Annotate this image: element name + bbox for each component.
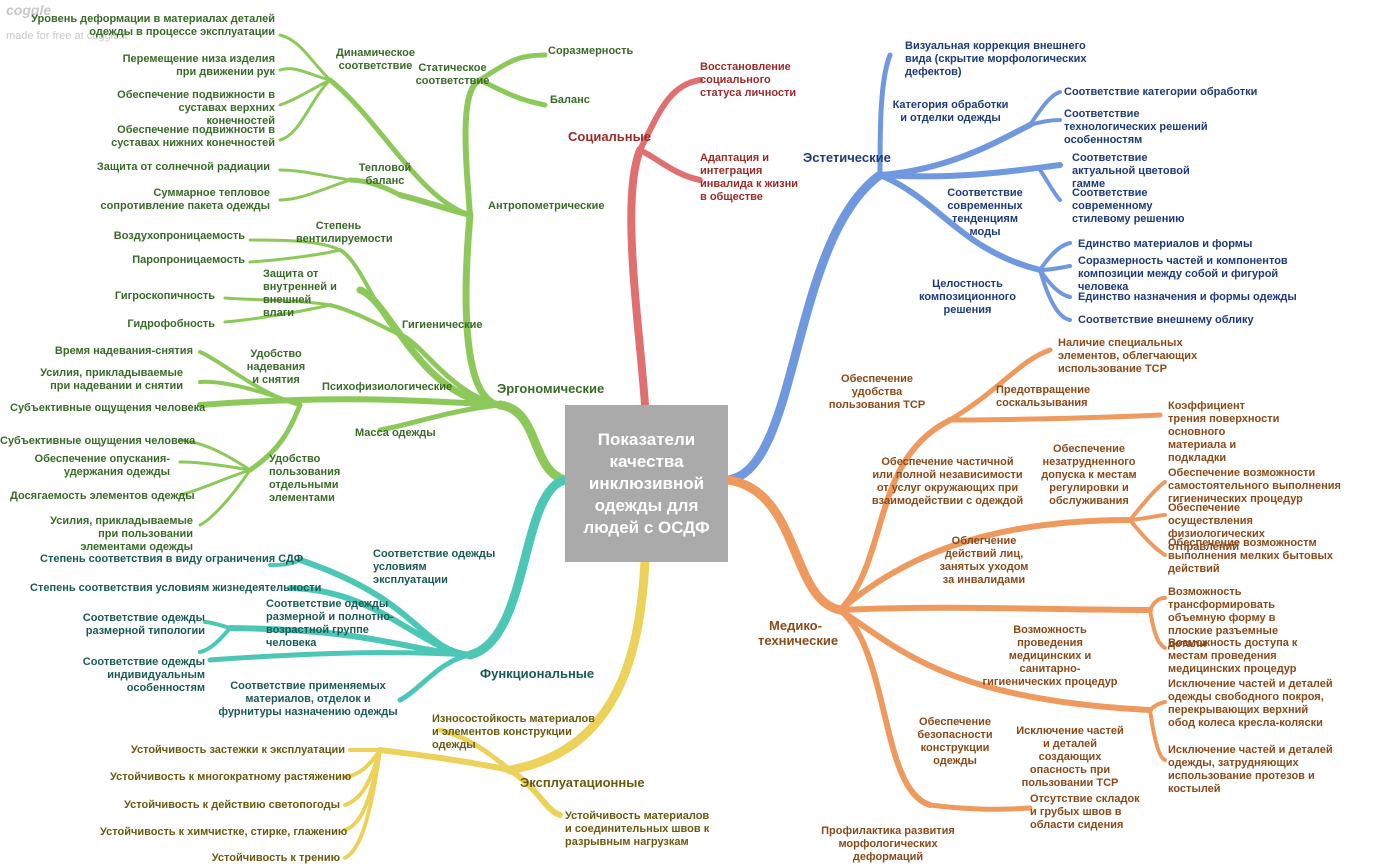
node-construction-safety[interactable]: Обеспечение безопасности конструкции оде… [917,716,993,767]
node-household-actions[interactable]: Обеспечение возможностм выполнения мелки… [1168,537,1333,575]
node-individual-features[interactable]: Соответствие одежды индивидуальным особе… [82,656,205,694]
node-hem-movement[interactable]: Перемещение низа изделия при движении ру… [122,53,275,78]
node-special-elements[interactable]: Наличие специальных элементов, облегчающ… [1058,337,1198,375]
coggle-watermark[interactable]: made for free at coggle.it [6,30,128,42]
node-fastener-durability[interactable]: Устойчивость застежки к эксплуатации [130,744,345,756]
node-wheel-overlap[interactable]: Исключение частей и деталей одежды свобо… [1168,678,1333,729]
node-element-convenience[interactable]: Удобство пользования отдельными элемента… [269,453,341,504]
node-slip-prevention[interactable]: Предотвращение соскальзывания [996,384,1091,409]
node-composition-proportion[interactable]: Соразмерность частей и компонентов компо… [1078,255,1288,293]
node-hygiene-independence[interactable]: Обеспечение возможности самостоятельного… [1168,467,1341,505]
node-ergonomic[interactable]: Эргономические [497,381,605,396]
node-solar-protection[interactable]: Защита от солнечной радиации [96,161,270,173]
node-medical-technical[interactable]: Медико-технические [758,618,839,648]
node-sdf-limitation[interactable]: Степень соответствия в виду ограничения … [40,553,304,565]
node-clothing-weight[interactable]: Масса одежды [355,427,436,439]
node-seat-seams[interactable]: Отсутствие складок и грубых швов в облас… [1030,793,1140,831]
node-balance[interactable]: Баланс [550,94,590,106]
node-tsr-hazard[interactable]: Исключение частей и деталей создающих оп… [1016,725,1124,789]
node-style-match[interactable]: Соответствие современному стилевому реше… [1072,187,1185,225]
node-air-permeability[interactable]: Воздухопроницаемость [113,230,245,242]
node-thermal-balance[interactable]: Тепловой баланс [358,162,412,187]
node-wear-resistance[interactable]: Износостойкость материалов и элементов к… [432,713,595,751]
node-tsr-convenience[interactable]: Обеспечение удобства пользования ТСР [828,373,926,411]
node-processing-category[interactable]: Категория обработки и отделки одежды [892,99,1009,124]
node-static-fit[interactable]: Статическое соответствие [415,62,490,87]
node-operating-conditions[interactable]: Соответствие одежды условиям эксплуатаци… [373,548,496,586]
node-medical-procedures[interactable]: Возможность проведения медицинских и сан… [982,624,1118,688]
node-operational[interactable]: Эксплуатационные [520,775,645,790]
node-social[interactable]: Социальные [568,129,651,144]
node-fashion-trends[interactable]: Соответствие современных тенденциям моды [947,187,1023,238]
node-tear-resistance[interactable]: Устойчивость материалов и соединительных… [565,810,710,848]
node-ventilation[interactable]: Степень вентилируемости [296,220,393,245]
node-composition-integrity[interactable]: Целостность композиционного решения [919,278,1016,316]
node-friction-coefficient[interactable]: Коэффициент трения поверхности основного… [1168,400,1280,464]
node-upper-limbs-mobility[interactable]: Обеспечение подвижности в суставах верхн… [117,89,275,127]
node-independence[interactable]: Обеспечение частичной или полной независ… [871,456,1024,507]
node-psychophysiological[interactable]: Психофизиологические [322,381,453,393]
node-weather-resistance[interactable]: Устойчивость к действию светопогоды [124,799,340,811]
node-appearance-match[interactable]: Соответствие внешнему облику [1078,314,1254,326]
node-element-effort[interactable]: Усилия, прикладываемые при пользовании э… [50,515,193,553]
node-physiological[interactable]: Обеспечение осуществления физиологически… [1168,502,1265,553]
node-dynamic-fit[interactable]: Динамическое соответствие [336,47,415,72]
node-hydrophobicity[interactable]: Гидрофобность [127,318,215,330]
node-hygroscopicity[interactable]: Гигроскопичность [114,290,215,302]
node-social-status[interactable]: Восстановление социального статуса лично… [700,61,797,99]
node-adaptation[interactable]: Адаптация и интеграция инвалида к жизни … [700,152,799,203]
node-prosthesis-obstacles[interactable]: Исключение частей и деталей одежды, затр… [1168,744,1333,795]
node-proportionality[interactable]: Соразмерность [548,45,634,57]
node-anthropometric[interactable]: Антропометрические [488,200,605,212]
node-donning-convenience[interactable]: Удобство надевания и снятия [246,348,306,386]
node-visual-correction[interactable]: Визуальная коррекция внешнего вида (скры… [905,40,1087,78]
node-stretch-resistance[interactable]: Устойчивость к многократному растяжению [110,771,352,783]
node-functional[interactable]: Функциональные [480,666,595,681]
node-moisture-protection[interactable]: Защита от внутренней и внешней влаги [263,268,337,319]
node-subjective-feelings-2[interactable]: Субъективные ощущения человека [0,435,196,447]
node-tech-solutions[interactable]: Соответствие технологических решений осо… [1064,108,1208,146]
node-lower-limbs-mobility[interactable]: Обеспечение подвижности в суставах нижни… [111,124,275,149]
node-lowering-holding[interactable]: Обеспечение опускания-удержания одежды [34,453,170,478]
node-element-reachability[interactable]: Досягаемость элементов одежды [10,490,195,502]
node-purpose-form-unity[interactable]: Единство назначения и формы одежды [1078,291,1297,303]
node-donning-effort[interactable]: Усилия, прикладываемые при надевании и с… [40,367,183,392]
node-thermal-resistance[interactable]: Суммарное тепловое сопротивление пакета … [100,187,270,212]
node-processing-match[interactable]: Соответствие категории обработки [1064,86,1258,98]
node-size-age-group[interactable]: Соответствие одежды размерной и полнотно… [266,598,394,649]
node-subjective-feelings-1[interactable]: Субъективные ощущения человека [10,402,206,414]
node-vapor-permeability[interactable]: Паропроницаемость [132,254,245,266]
node-caregiver-aid[interactable]: Облегчение действий лиц, занятых уходом … [939,535,1029,586]
node-deformation-prevention[interactable]: Профилактика развития морфологических де… [821,825,955,863]
node-adjustment-access[interactable]: Обеспечение незатрудненного допуска к ме… [1041,443,1137,507]
central-node[interactable]: Показатели качества инклюзивной одежды д… [565,405,728,562]
node-deformation-level[interactable]: Уровень деформации в материалах деталей … [31,13,275,38]
node-aesthetic[interactable]: Эстетические [803,150,891,165]
node-materials-purpose[interactable]: Соответствие применяемых материалов, отд… [218,680,398,718]
node-medical-access[interactable]: Возможность доступа к местам проведения … [1168,637,1298,675]
node-material-form-unity[interactable]: Единство материалов и формы [1078,238,1253,250]
node-color-trend[interactable]: Соответствие актуальной цветовой гамме [1072,152,1190,190]
node-size-typology[interactable]: Соответствие одежды размерной типологии [82,612,205,637]
node-life-conditions[interactable]: Степень соответствия условиям жизнедеяте… [30,582,322,594]
node-abrasion-resistance[interactable]: Устойчивость к трению [211,852,340,864]
node-hygienic[interactable]: Гигиенические [402,319,483,331]
coggle-logo: coggle [6,2,52,18]
node-cleaning-resistance[interactable]: Устойчивость к химчистке, стирке, глажен… [100,826,348,838]
node-form-transform[interactable]: Возможность трансформировать объемную фо… [1168,586,1279,650]
node-donning-time[interactable]: Время надевания-снятия [54,345,193,357]
